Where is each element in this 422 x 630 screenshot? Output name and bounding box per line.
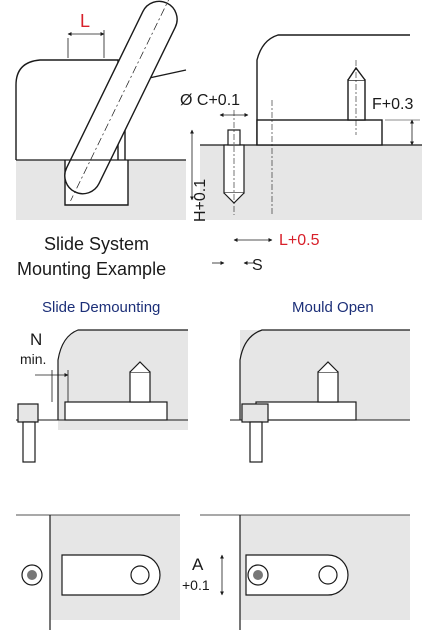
title-slide-demounting: Slide Demounting <box>42 299 160 316</box>
dim-s: S <box>252 257 263 274</box>
dim-n-min: min. <box>20 351 46 367</box>
dim-diameter-c: Ø C+0.1 <box>180 92 240 109</box>
dim-l: L+0.5 <box>279 232 320 249</box>
dim-a-tol: +0.1 <box>182 577 210 593</box>
mounting-example-figure: L <box>15 0 187 220</box>
guide-pin <box>347 79 366 121</box>
dim-n: N <box>30 330 42 349</box>
caption-line1: Slide System <box>44 234 149 254</box>
lock-plate <box>256 119 383 146</box>
slide-demounting-figure: N min. <box>16 329 188 463</box>
title-mould-open: Mould Open <box>292 299 374 316</box>
dim-h: H+0.1 <box>192 179 209 222</box>
dim-f: F+0.3 <box>372 96 413 113</box>
dim-l-top: L <box>80 11 90 31</box>
mould-open-figure <box>230 329 410 463</box>
dim-a: A <box>192 555 204 574</box>
dimension-detail-figure: Ø C+0.1 F+0.3 H+0.1 L+0.5 S <box>180 34 422 274</box>
caption-line2: Mounting Example <box>17 259 166 279</box>
angle-pin <box>64 0 178 202</box>
plan-view-right: A +0.1 <box>182 514 410 630</box>
slide-part <box>256 34 410 145</box>
plan-view-left <box>16 514 180 630</box>
